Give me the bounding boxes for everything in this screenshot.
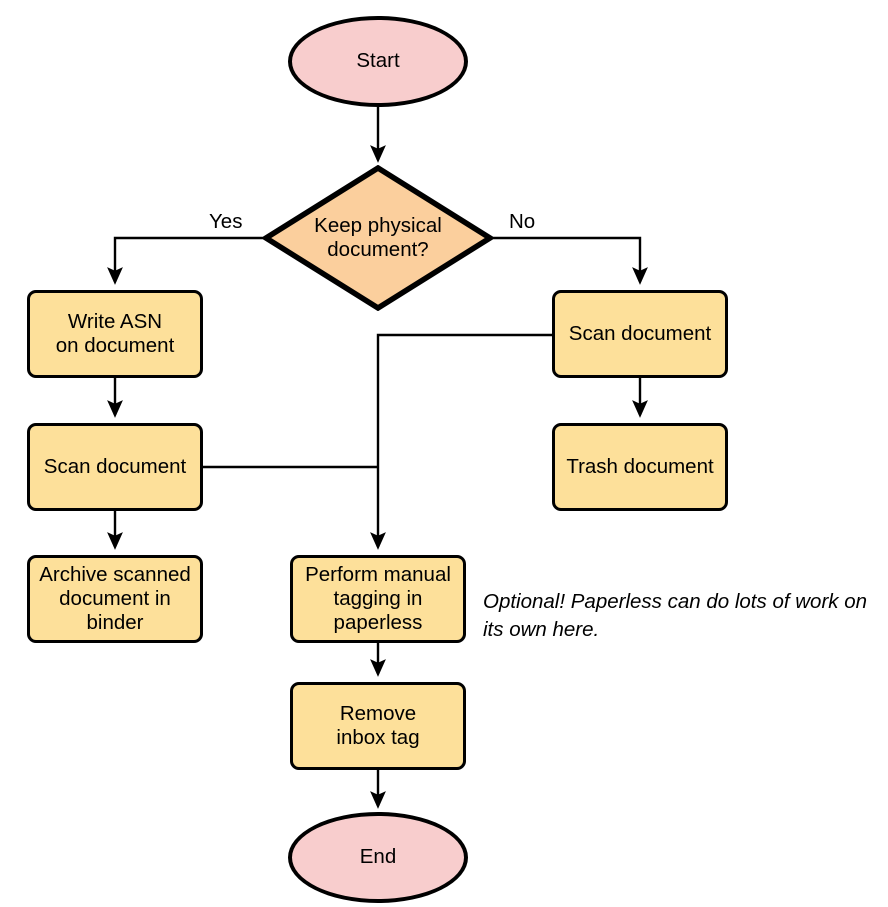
node-scan-document-left[interactable]: Scan document: [27, 423, 203, 511]
node-write-asn-on-document[interactable]: Write ASN on document: [27, 290, 203, 378]
node-end[interactable]: End: [288, 812, 468, 903]
edge-label-yes: Yes: [209, 210, 243, 233]
node-start-label: Start: [356, 49, 400, 73]
edge-scan-right-to-tagging: [370, 333, 552, 550]
node-scan-document-left-label: Scan document: [43, 454, 187, 478]
node-archive-label: Archive scanned document in binder: [39, 562, 191, 635]
node-scan-document-right[interactable]: Scan document: [552, 290, 728, 378]
node-trash-document[interactable]: Trash document: [552, 423, 728, 511]
node-scan-document-right-label: Scan document: [568, 321, 712, 345]
edge-decision-yes-to-write-asn: [107, 236, 263, 285]
node-trash-document-label: Trash document: [566, 454, 714, 478]
annotation-optional-note: Optional! Paperless can do lots of work …: [483, 590, 868, 641]
node-perform-manual-tagging[interactable]: Perform manual tagging in paperless: [290, 555, 466, 643]
node-keep-physical-document[interactable]: Keep physical document?: [263, 165, 493, 311]
node-tagging-label: Perform manual tagging in paperless: [305, 562, 451, 635]
edge-label-no: No: [509, 210, 536, 233]
node-start[interactable]: Start: [288, 16, 468, 107]
diamond-shape: [263, 165, 493, 311]
node-end-label: End: [359, 845, 397, 869]
node-archive-scanned-document[interactable]: Archive scanned document in binder: [27, 555, 203, 643]
node-write-asn-label: Write ASN on document: [55, 309, 175, 357]
node-decision-label: Keep physical document?: [314, 213, 442, 261]
edge-decision-no-to-scan-right: [493, 236, 648, 285]
node-remove-inbox-label: Remove inbox tag: [336, 701, 420, 749]
node-remove-inbox-tag[interactable]: Remove inbox tag: [290, 682, 466, 770]
